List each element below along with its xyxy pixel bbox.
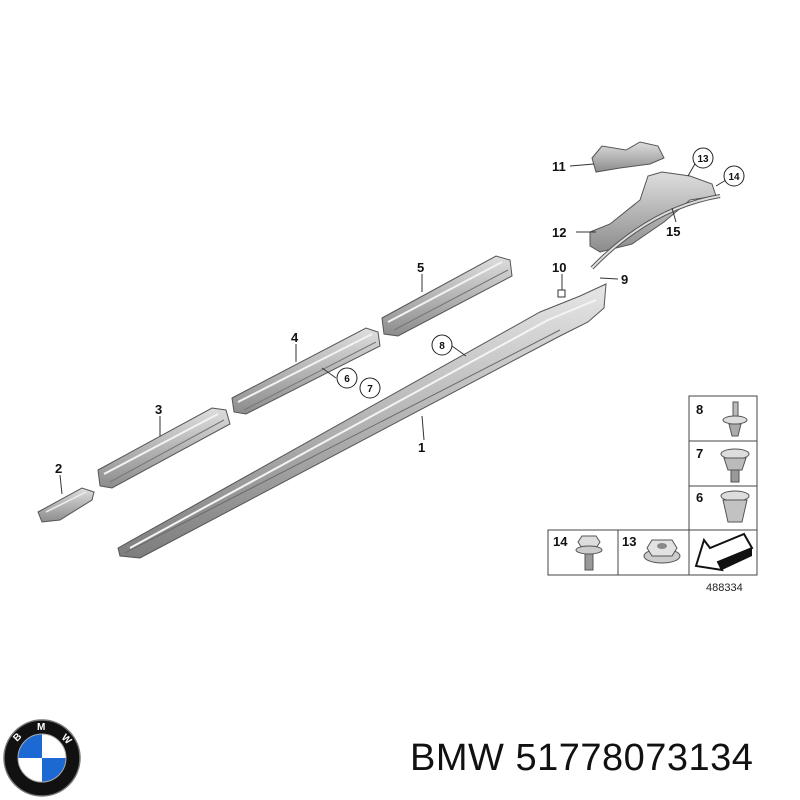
callout-8: 8 bbox=[439, 341, 445, 352]
callout-4: 4 bbox=[291, 330, 299, 345]
callout-13: 13 bbox=[697, 154, 709, 165]
bracket-part-3 bbox=[97, 407, 231, 489]
bracket-part-2 bbox=[37, 487, 95, 523]
callout-1: 1 bbox=[418, 440, 425, 455]
callout-6: 6 bbox=[344, 374, 350, 385]
bracket-part-12 bbox=[589, 171, 717, 253]
part-number: 51778073134 bbox=[515, 737, 754, 779]
side-sill-panel bbox=[117, 283, 607, 559]
bracket-part-5 bbox=[381, 255, 513, 337]
callout-9: 9 bbox=[621, 272, 628, 287]
callout-7-circled: 7 bbox=[359, 377, 381, 399]
push-pin-icon bbox=[722, 401, 748, 437]
clip-part-10 bbox=[557, 289, 566, 298]
callout-15: 15 bbox=[666, 224, 680, 239]
callout-10: 10 bbox=[552, 260, 566, 275]
callout-5: 5 bbox=[417, 260, 424, 275]
callout-14: 14 bbox=[728, 172, 740, 183]
screw-clip-icon bbox=[720, 448, 750, 483]
fastener-cell-8: 8 bbox=[696, 402, 703, 417]
leader-lines bbox=[59, 161, 727, 495]
fastener-table bbox=[547, 395, 758, 576]
callout-13-circled: 13 bbox=[692, 147, 714, 169]
direction-arrow-icon bbox=[694, 532, 754, 572]
callout-8-circled: 8 bbox=[431, 334, 453, 356]
callout-3: 3 bbox=[155, 402, 162, 417]
fastener-cell-7: 7 bbox=[696, 446, 703, 461]
bracket-part-11 bbox=[591, 141, 665, 173]
callout-12: 12 bbox=[552, 225, 566, 240]
callout-2: 2 bbox=[55, 461, 62, 476]
hex-nut-icon bbox=[643, 539, 681, 564]
fastener-cell-14: 14 bbox=[553, 534, 568, 549]
callout-6-circled: 6 bbox=[336, 367, 358, 389]
diagram-number: 488334 bbox=[706, 582, 743, 594]
callout-7: 7 bbox=[367, 384, 373, 395]
logo-letter-m: M bbox=[37, 722, 45, 733]
part-caption: BMW 51778073134 bbox=[410, 737, 753, 780]
bmw-logo-icon: B M W bbox=[3, 719, 81, 797]
fastener-cell-13: 13 bbox=[622, 534, 636, 549]
callout-14-circled: 14 bbox=[723, 165, 745, 187]
expanding-clip-icon bbox=[720, 490, 750, 523]
hex-screw-icon bbox=[575, 535, 603, 571]
brand-name: BMW bbox=[410, 737, 505, 779]
callout-11: 11 bbox=[552, 159, 566, 174]
fastener-cell-6: 6 bbox=[696, 490, 703, 505]
arch-trim-part-15 bbox=[590, 194, 721, 270]
bracket-part-4 bbox=[231, 327, 381, 415]
